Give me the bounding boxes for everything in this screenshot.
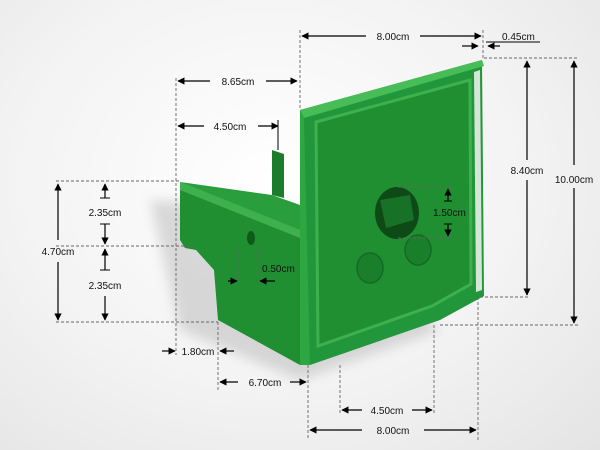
label-bottom-width: 8.00cm <box>377 426 410 437</box>
dim-panel-height: 8.40cm <box>511 60 544 296</box>
dim-hole-diameter: 1.50cm <box>433 188 466 237</box>
emboss-right <box>404 234 432 266</box>
guide-lines <box>56 30 578 440</box>
label-side-height: 4.70cm <box>42 247 75 258</box>
label-side-upper: 2.35cm <box>89 208 122 219</box>
label-panel-height: 8.40cm <box>511 166 544 177</box>
dim-depth-front: 4.50cm <box>177 120 279 150</box>
dim-bottom-offset: 1.80cm <box>162 347 234 358</box>
label-top-width: 8.00cm <box>377 32 410 43</box>
label-depth-total: 8.65cm <box>222 77 255 88</box>
emboss-left <box>356 252 384 284</box>
label-total-height: 10.00cm <box>555 175 593 186</box>
label-side-lower: 2.35cm <box>89 281 122 292</box>
dim-bottom-width: 8.00cm <box>309 426 477 437</box>
dim-depth-total: 8.65cm <box>177 77 298 88</box>
dim-top-thickness: 0.45cm <box>462 32 540 50</box>
dim-side-upper: 2.35cm <box>89 183 122 245</box>
back-tab <box>272 150 284 198</box>
dim-side-lower: 2.35cm <box>89 248 122 321</box>
label-slot-width: 0.50cm <box>262 264 295 275</box>
label-depth-front: 4.50cm <box>214 122 247 133</box>
label-top-thickness: 0.45cm <box>502 32 535 43</box>
label-bottom-inner: 4.50cm <box>371 406 404 417</box>
dim-bottom-depth: 6.70cm <box>219 378 307 389</box>
dim-side-height: 4.70cm <box>42 183 75 321</box>
label-hole-diameter: 1.50cm <box>433 208 466 219</box>
dim-total-height: 10.00cm <box>555 60 593 324</box>
dim-top-width: 8.00cm <box>301 32 482 43</box>
bracket-body <box>180 60 484 365</box>
dim-slot-width: 0.50cm <box>228 264 295 285</box>
dim-bottom-inner: 4.50cm <box>341 406 433 417</box>
side-plate <box>180 182 300 365</box>
label-bottom-depth: 6.70cm <box>249 378 282 389</box>
top-ledge <box>180 182 300 230</box>
side-slot <box>247 231 255 245</box>
label-bottom-offset: 1.80cm <box>182 347 215 358</box>
